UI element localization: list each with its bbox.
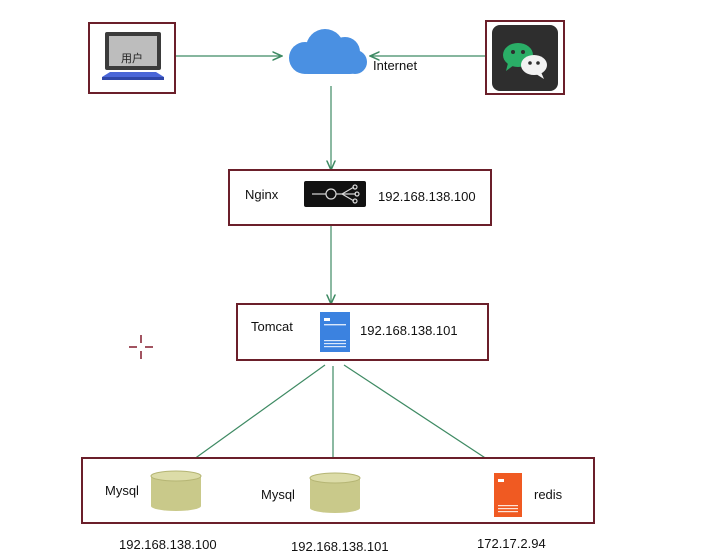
wechat-icon	[492, 25, 558, 91]
cloud-icon	[289, 29, 367, 74]
mysql1-ip: 192.168.138.100	[119, 537, 217, 552]
mysql2-ip: 192.168.138.101	[291, 539, 389, 554]
nginx-label: Nginx	[245, 187, 279, 202]
data-layer-box: Mysql Mysql redis	[81, 457, 595, 524]
database-icon	[309, 472, 361, 513]
redis-icon	[494, 473, 522, 517]
redis-label: redis	[534, 487, 563, 502]
nginx-device-icon	[304, 181, 366, 207]
nginx-box: Nginx 192.168.138.100	[228, 169, 492, 226]
crosshair-icon	[129, 335, 153, 359]
tomcat-ip: 192.168.138.101	[360, 323, 458, 338]
database-icon	[150, 470, 202, 511]
user-box: 用户	[88, 22, 176, 94]
wechat-box	[485, 20, 565, 95]
user-label: 用户	[121, 53, 143, 65]
mysql2-label: Mysql	[261, 487, 295, 502]
computer-icon	[102, 32, 164, 80]
internet-label: Internet	[373, 58, 418, 73]
redis-ip: 172.17.2.94	[477, 536, 546, 551]
server-icon	[320, 312, 350, 352]
tomcat-label: Tomcat	[251, 319, 293, 334]
nginx-ip: 192.168.138.100	[378, 189, 476, 204]
arrow-tomcat-to-redis	[343, 364, 499, 467]
tomcat-box: Tomcat 192.168.138.101	[236, 303, 489, 361]
mysql1-label: Mysql	[105, 483, 139, 498]
arrow-tomcat-to-mysql1	[183, 364, 326, 467]
